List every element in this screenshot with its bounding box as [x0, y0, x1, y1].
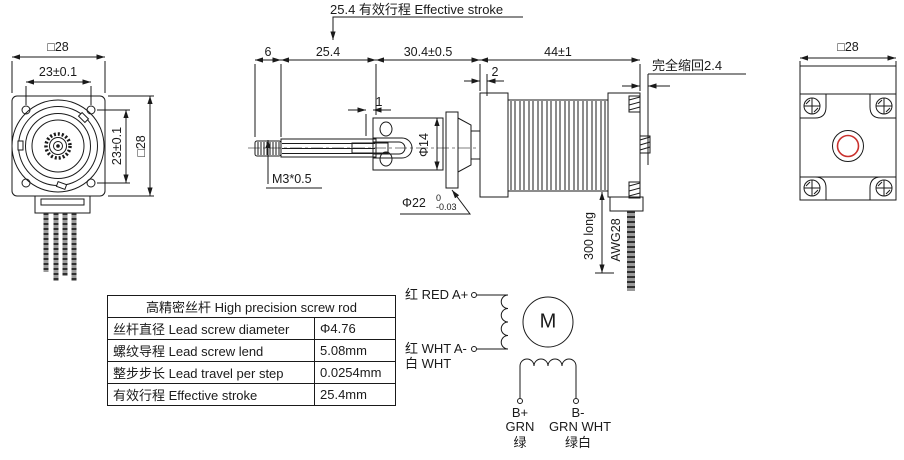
dim-2: 2 — [491, 65, 499, 79]
spec-table: 高精密丝杆 High precision screw rod 丝杆直径 Lead… — [107, 295, 396, 406]
side-view-dimensions — [254, 16, 746, 274]
dim-44: 44±1 — [544, 45, 572, 59]
terminal-b-minus — [573, 398, 579, 404]
motor-circle — [522, 296, 574, 348]
rear-view-dimensions — [799, 55, 897, 66]
dim-1: 1 — [375, 95, 383, 109]
rear-screws — [803, 97, 893, 197]
spec-value: 5.08mm — [314, 339, 396, 362]
phase-b-minus-cn-label: 绿白 — [564, 435, 592, 450]
spec-name: 螺纹导程 Lead screw lend — [107, 339, 315, 362]
wire-length-label: 300 long — [581, 212, 596, 260]
front-outer-height-label: □28 — [133, 135, 148, 157]
front-view-dimensions — [11, 54, 154, 197]
rear-shaft-bore — [832, 130, 864, 162]
terminal-b-plus — [517, 398, 523, 404]
wire-gauge-label: AWG28 — [608, 218, 623, 262]
rear-view — [799, 55, 897, 201]
phase-b-minus-color-label: GRN WHT — [548, 419, 612, 434]
spec-value: 25.4mm — [314, 383, 396, 406]
lead-screw — [254, 138, 389, 189]
dia-22-upper-tol: 0 — [436, 193, 442, 203]
terminal-a-minus — [471, 346, 477, 352]
wiring-diagram — [471, 292, 579, 404]
rear-shaft-red-ring — [836, 134, 860, 158]
front-outer-width-label: □28 — [47, 40, 69, 54]
side-view — [248, 16, 746, 291]
nut-housing — [372, 117, 444, 171]
dia-22-lower-tol: -0.03 — [436, 202, 457, 212]
front-hole-height-label: 23±0.1 — [109, 126, 124, 166]
front-connector — [34, 195, 91, 214]
phase-a-minus-label: 红 WHT A- — [405, 341, 467, 356]
front-lead-wires — [43, 213, 77, 281]
phase-a-minus-alt-label: 白 WHT — [405, 356, 452, 371]
front-view — [11, 54, 154, 281]
phase-b-plus-cn-label: 绿 — [513, 435, 527, 450]
table-row: 丝杆直径 Lead screw diameter Φ4.76 — [107, 317, 396, 340]
terminal-a-plus — [471, 292, 477, 298]
spec-name: 有效行程 Effective stroke — [107, 383, 315, 406]
motor-symbol: M — [539, 310, 557, 333]
spec-table-header: 高精密丝杆 High precision screw rod — [107, 295, 396, 318]
thread-label: M3*0.5 — [272, 172, 312, 186]
phase-b-plus-color-label: GRN — [505, 419, 535, 434]
retract-label: 完全缩回2.4 — [652, 58, 723, 73]
spec-value: Φ4.76 — [314, 317, 396, 340]
table-row: 螺纹导程 Lead screw lend 5.08mm — [107, 339, 396, 362]
phase-b-minus-label: B- — [571, 405, 585, 420]
phase-b-coil — [519, 358, 577, 367]
spec-name: 丝杆直径 Lead screw diameter — [107, 317, 315, 340]
phase-b-plus-label: B+ — [511, 405, 529, 420]
dim-25-4: 25.4 — [315, 45, 341, 59]
front-hole-width-label: 23±0.1 — [38, 65, 78, 79]
effective-stroke-note: 25.4 有效行程 Effective stroke — [330, 2, 504, 17]
pilot-boss — [400, 111, 480, 215]
table-row: 有效行程 Effective stroke 25.4mm — [107, 383, 396, 406]
spec-name: 整步步长 Lead travel per step — [107, 361, 315, 384]
motor-body — [479, 92, 651, 212]
phase-a-coil — [500, 294, 509, 350]
spec-table-header-row: 高精密丝杆 High precision screw rod — [107, 295, 396, 318]
table-row: 整步步长 Lead travel per step 0.0254mm — [107, 361, 396, 384]
phase-a-plus-label: 红 RED A+ — [405, 287, 469, 302]
spec-value: 0.0254mm — [314, 361, 396, 384]
dia-22-label: Φ22 — [402, 196, 426, 210]
dim-30-4: 30.4±0.5 — [403, 45, 453, 59]
dia-14-label: Φ14 — [416, 133, 431, 157]
rear-width-label: □28 — [837, 40, 859, 54]
dim-6: 6 — [264, 45, 272, 59]
